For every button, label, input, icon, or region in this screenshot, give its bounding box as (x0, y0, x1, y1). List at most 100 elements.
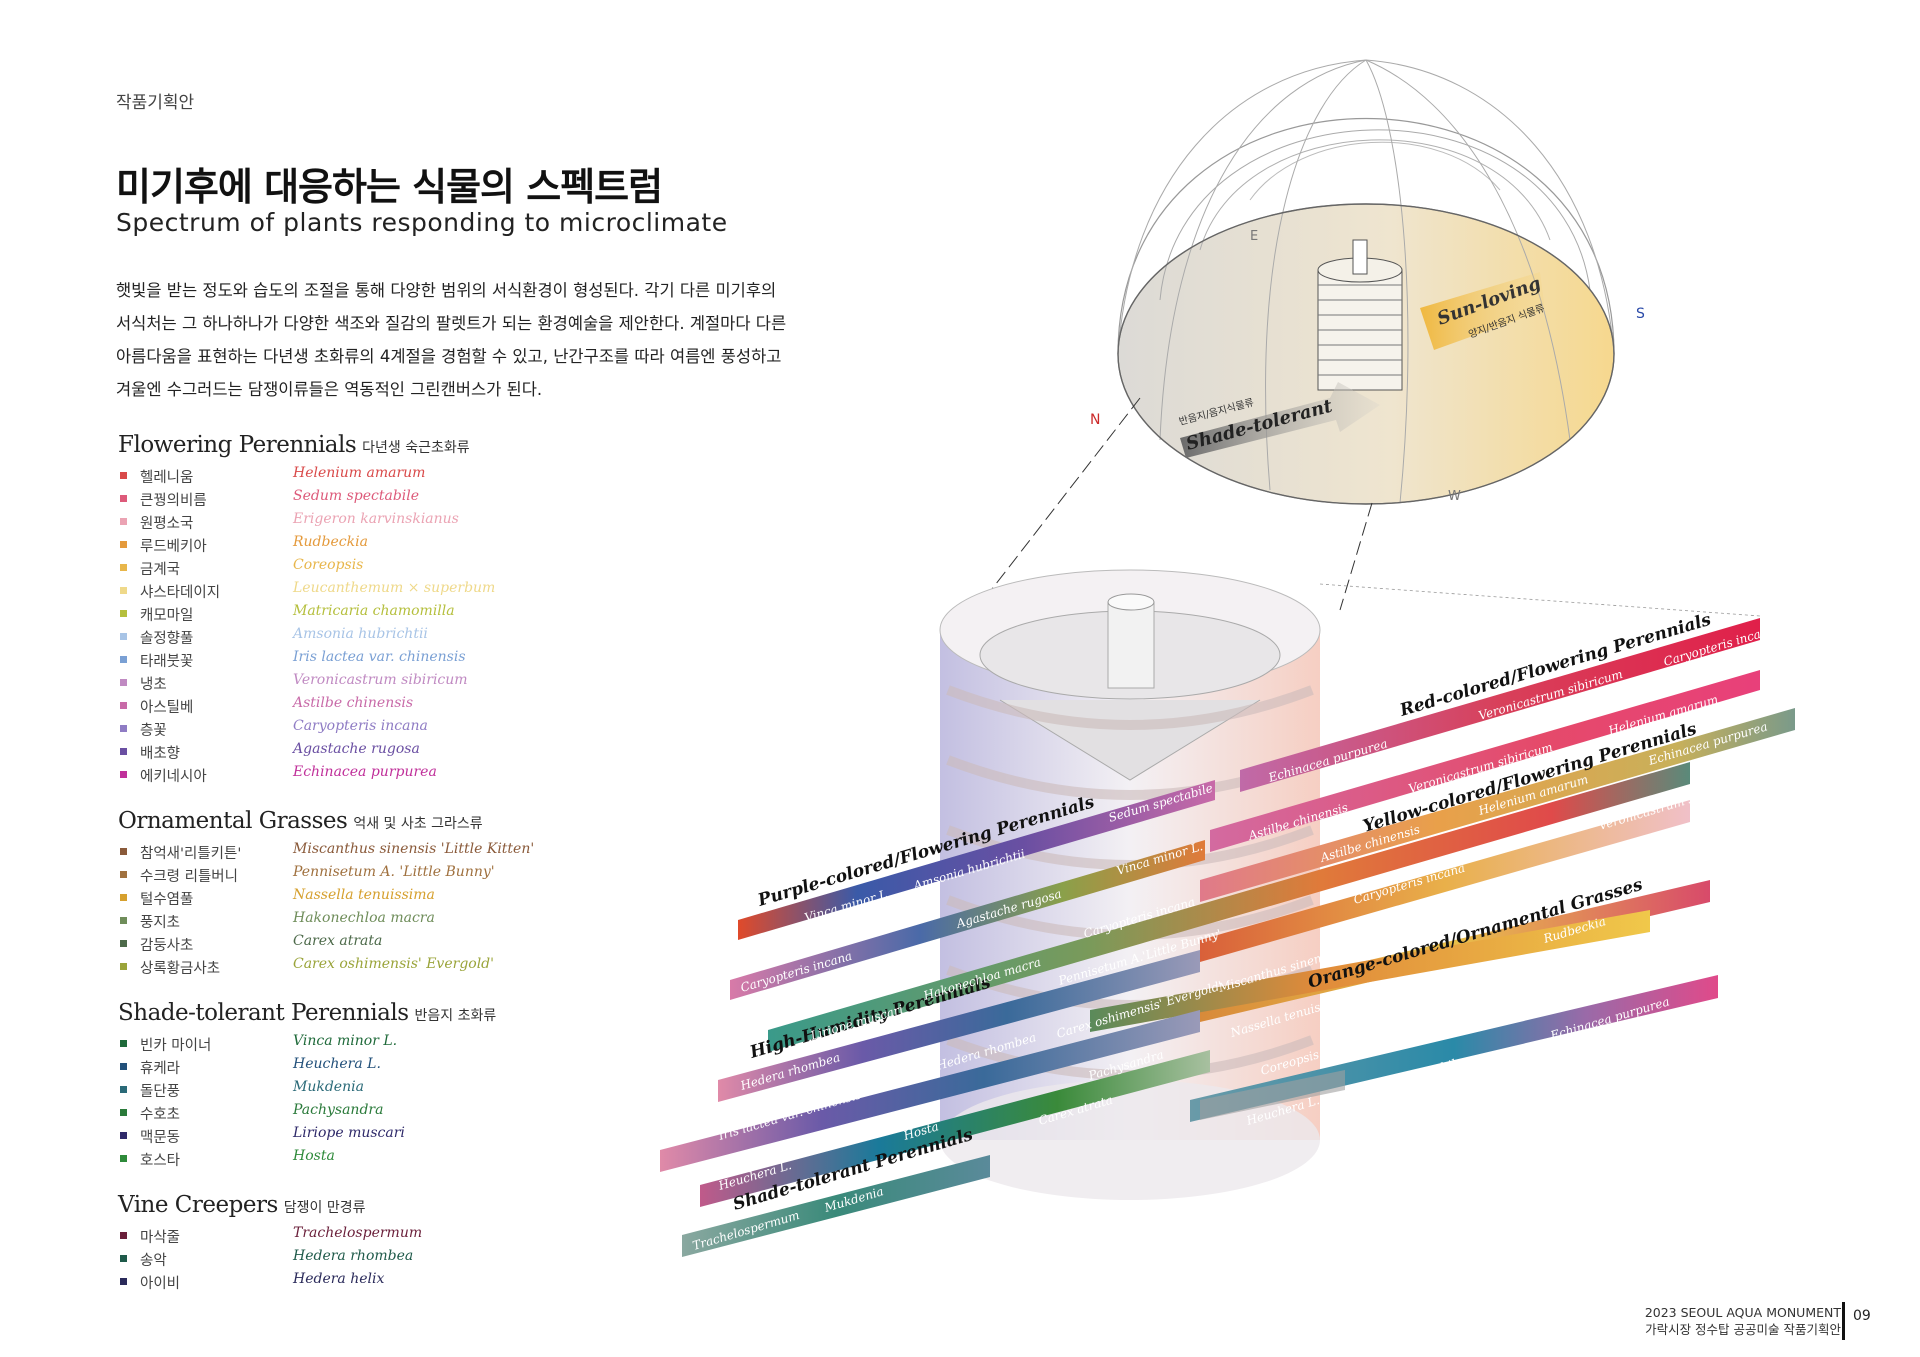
plant-name-ko: 금계국 (140, 562, 181, 578)
page-number: 09 (1853, 1308, 1871, 1324)
legend-row: 금계국 Coreopsis (118, 556, 538, 579)
color-swatch (120, 917, 127, 924)
plant-name-ko: 냉초 (140, 677, 167, 693)
legend-row: 냉초 Veronicastrum sibiricum (118, 671, 538, 694)
color-swatch (120, 1155, 127, 1162)
intro-paragraph: 햇빛을 받는 정도와 습도의 조절을 통해 다양한 범위의 서식환경이 형성된다… (116, 274, 816, 406)
page-subtitle: Spectrum of plants responding to microcl… (116, 208, 728, 237)
plant-name-latin: Matricaria chamomilla (293, 603, 455, 619)
legend-row: 아스틸베 Astilbe chinensis (118, 694, 538, 717)
band-purple (730, 780, 1215, 1000)
color-swatch (120, 1063, 127, 1070)
plant-name-ko: 호스타 (140, 1153, 181, 1169)
legend-row: 빈카 마이너 Vinca minor L. (118, 1032, 538, 1055)
intro-line: 겨울엔 수그러드는 담쟁이류들은 역동적인 그린캔버스가 된다. (116, 380, 543, 399)
color-swatch (120, 963, 127, 970)
plant-name-ko: 캐모마일 (140, 608, 194, 624)
plant-name-ko: 아스틸베 (140, 700, 194, 716)
color-swatch (120, 1278, 127, 1285)
plant-name-ko: 상록황금사초 (140, 961, 221, 977)
color-swatch (120, 495, 127, 502)
plant-name-ko: 맥문동 (140, 1130, 181, 1146)
plant-name-latin: Pennisetum A. 'Little Bunny' (293, 864, 495, 880)
color-swatch (120, 871, 127, 878)
plant-name-latin: Carex oshimensis' Evergold' (293, 956, 494, 972)
intro-line: 아름다움을 표현하는 다년생 초화류의 4계절을 경험할 수 있고, 난간구조를… (116, 347, 782, 366)
footer: 2023 SEOUL AQUA MONUMENT 가락시장 정수탑 공공미술 작… (1645, 1304, 1841, 1338)
color-swatch (120, 940, 127, 947)
color-swatch (120, 1232, 127, 1239)
legend-title-en: Ornamental Grasses (118, 808, 348, 834)
compass-n: N (1090, 412, 1100, 428)
color-swatch (120, 633, 127, 640)
plant-name-ko: 마삭줄 (140, 1230, 181, 1246)
plant-name-latin: Leucanthemum × superbum (293, 580, 496, 596)
plant-name-ko: 샤스타데이지 (140, 585, 221, 601)
color-swatch (120, 564, 127, 571)
plant-name-latin: Heuchera L. (293, 1056, 381, 1072)
color-swatch (120, 848, 127, 855)
plant-name-ko: 송악 (140, 1253, 167, 1269)
plant-name-latin: Coreopsis (293, 557, 364, 573)
plant-name-latin: Mukdenia (293, 1079, 364, 1095)
plant-name-latin: Rudbeckia (293, 534, 368, 550)
page-title: 미기후에 대응하는 식물의 스펙트럼 (116, 165, 663, 209)
sun-dome: Sun-loving 양지/반음지 식물류 Shade-tolerant 반음지… (1090, 59, 1645, 505)
footer-divider (1842, 1302, 1845, 1340)
plant-name-latin: Hakonechloa macra (293, 910, 435, 926)
legend-row: 참억새'리틀키튼'Miscanthus sinensis 'Little Kit… (118, 840, 538, 863)
legend-title-en: Shade-tolerant Perennials (118, 1000, 409, 1026)
plant-name-ko: 참억새'리틀키튼' (140, 846, 242, 862)
plant-name-ko: 배초향 (140, 746, 181, 762)
plant-name-latin: Hosta (293, 1148, 335, 1164)
color-swatch (120, 1255, 127, 1262)
color-swatch (120, 518, 127, 525)
plant-name-latin: Amsonia hubrichtii (293, 626, 428, 642)
band-label: Caryopteris incana (739, 949, 854, 995)
legend-title: Ornamental Grasses 억새 및 사초 그라스류 (118, 808, 538, 834)
band-label: Mukdenia (1631, 932, 1694, 963)
color-swatch (120, 1109, 127, 1116)
band-shade (682, 1050, 1210, 1257)
legend-title-ko: 억새 및 사초 그라스류 (353, 816, 483, 832)
plant-name-latin: Veronicastrum sibiricum (293, 672, 468, 688)
color-swatch (120, 894, 127, 901)
legend-row: 샤스타데이지 Leucanthemum × superbum (118, 579, 538, 602)
band-humidity (660, 950, 1718, 1172)
band-red (1210, 618, 1760, 852)
compass-s: S (1636, 306, 1645, 322)
plant-name-ko: 빈카 마이너 (140, 1038, 212, 1054)
intro-line: 햇빛을 받는 정도와 습도의 조절을 통해 다양한 범위의 서식환경이 형성된다… (116, 281, 777, 300)
compass-w: W (1448, 489, 1461, 504)
plant-name-latin: Sedum spectabile (293, 488, 420, 504)
plant-name-latin: Vinca minor L. (293, 1033, 398, 1049)
color-swatch (120, 1040, 127, 1047)
plant-name-latin: Hedera rhombea (293, 1248, 414, 1264)
band-orange (768, 762, 1710, 1052)
color-swatch (120, 1086, 127, 1093)
plant-name-ko: 수크령 리틀버니 (140, 869, 238, 885)
footer-line1: 2023 SEOUL AQUA MONUMENT (1644, 1305, 1841, 1320)
plant-name-latin: Pachysandra (293, 1102, 384, 1118)
plant-name-latin: Astilbe chinensis (293, 695, 414, 711)
plant-name-ko: 아이비 (140, 1276, 181, 1292)
